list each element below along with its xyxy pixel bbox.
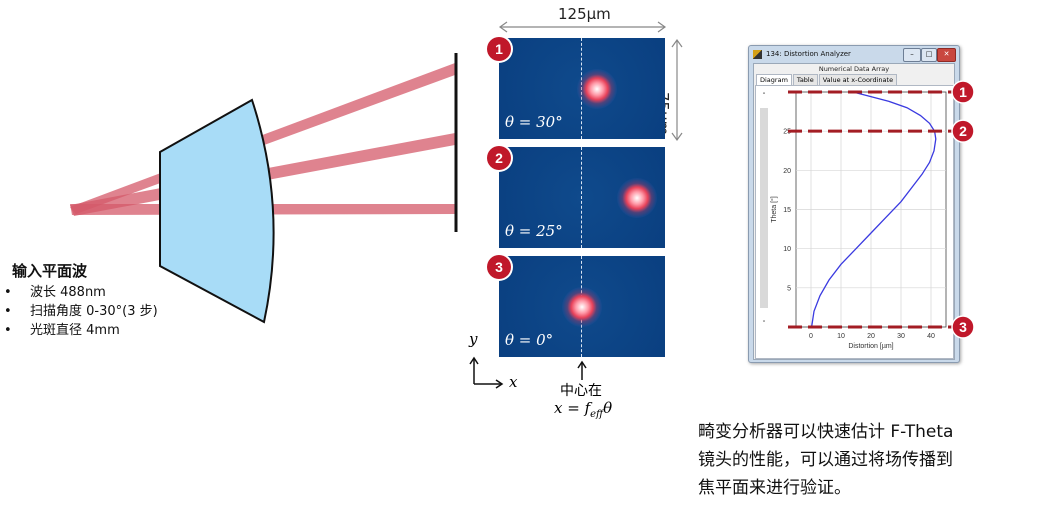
center-note-line1: 中心在: [560, 383, 602, 399]
param-scan-angle: 扫描角度 0-30°(3 步): [4, 302, 158, 321]
param-wavelength: 波长 488nm: [4, 283, 158, 302]
center-note-formula: x = feffθ: [554, 399, 613, 420]
scroll-up-icon[interactable]: ˄: [762, 92, 766, 100]
analyzer-content: Numerical Data Array Diagram Table Value…: [753, 63, 955, 360]
vertical-scrollbar[interactable]: ˄ ˅: [759, 92, 769, 334]
analyzer-subtitle: Numerical Data Array: [818, 65, 890, 73]
focal-spot: [577, 69, 617, 109]
axes-and-pointer: [469, 356, 587, 389]
reference-marker-label: 1: [959, 84, 967, 100]
axis-x-label: x: [509, 373, 518, 391]
close-button[interactable]: ✕: [937, 48, 956, 62]
input-title: 输入平面波: [12, 262, 88, 280]
caption-line-1: 畸变分析器可以快速估计 F-Theta: [698, 422, 954, 442]
lens-shape: [159, 98, 275, 324]
scroll-thumb[interactable]: [760, 108, 768, 308]
caption: 畸变分析器可以快速估计 F-Theta 镜头的性能，可以通过将场传播到 焦平面来…: [698, 418, 1057, 502]
spot-panel-3: θ = 0°: [499, 256, 665, 357]
reference-marker-label: 2: [959, 123, 967, 139]
maximize-button[interactable]: □: [921, 48, 937, 62]
theta-label: θ = 25°: [505, 222, 563, 240]
tab-table[interactable]: Table: [792, 74, 818, 85]
panel-width-label: 125µm: [558, 5, 611, 23]
panel-badge-2: 2: [487, 146, 511, 170]
diagram-area: ˄ ˅: [755, 85, 954, 359]
dimension-arrows: [498, 21, 683, 142]
focal-spot: [617, 178, 657, 218]
reference-marker-label: 3: [959, 319, 967, 335]
caption-line-3: 焦平面来进行验证。: [698, 478, 851, 498]
app-icon: [753, 50, 762, 59]
distortion-analyzer-window: 134: Distortion Analyzer – □ ✕ Numerical…: [748, 45, 960, 363]
spot-panel-1: θ = 30°: [499, 38, 665, 139]
optical-setup-diagram: [70, 53, 458, 324]
tab-diagram[interactable]: Diagram: [756, 74, 792, 85]
minimize-button[interactable]: –: [903, 48, 921, 62]
panel-badge-1: 1: [487, 37, 511, 61]
caption-line-2: 镜头的性能，可以通过将场传播到: [698, 450, 953, 470]
scroll-down-icon[interactable]: ˅: [762, 320, 766, 328]
analyzer-tabs: Diagram Table Value at x-Coordinate: [756, 74, 898, 85]
analyzer-titlebar[interactable]: 134: Distortion Analyzer – □ ✕: [749, 46, 959, 63]
axis-y-label: y: [469, 330, 478, 348]
input-description: 输入平面波 波长 488nm 扫描角度 0-30°(3 步) 光斑直径 4mm: [4, 262, 158, 340]
theta-label: θ = 30°: [505, 113, 563, 131]
focal-spot: [562, 287, 602, 327]
center-line: [581, 147, 582, 248]
param-beam-diameter: 光斑直径 4mm: [4, 321, 158, 340]
input-params-list: 波长 488nm 扫描角度 0-30°(3 步) 光斑直径 4mm: [4, 283, 158, 340]
analyzer-title: 134: Distortion Analyzer: [766, 50, 851, 58]
panel-badge-3: 3: [487, 255, 511, 279]
spot-panel-2: θ = 25°: [499, 147, 665, 248]
theta-label: θ = 0°: [505, 331, 554, 349]
tab-value-at-x[interactable]: Value at x-Coordinate: [818, 74, 898, 85]
